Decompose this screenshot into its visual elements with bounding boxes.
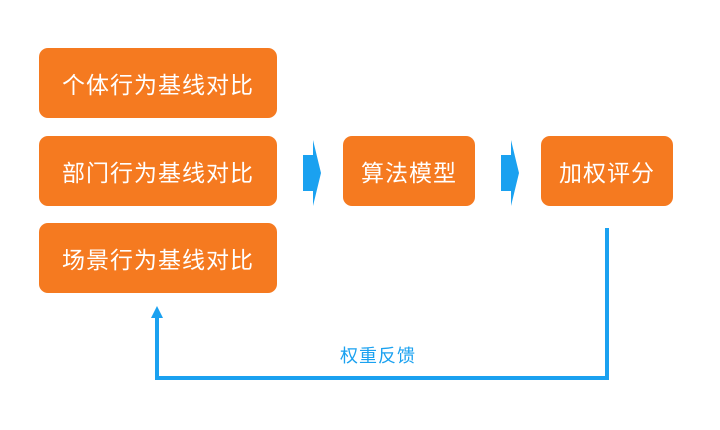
flow-arrow-to-scoring xyxy=(501,140,519,206)
individual-baseline-label: 个体行为基线对比 xyxy=(62,73,254,99)
weighted-scoring-box: 加权评分 xyxy=(541,136,673,206)
weight-feedback-label: 权重反馈 xyxy=(340,346,416,367)
algorithm-model-label: 算法模型 xyxy=(361,161,457,187)
department-baseline-label: 部门行为基线对比 xyxy=(62,161,254,187)
weighted-scoring-label: 加权评分 xyxy=(559,161,655,187)
scene-baseline-label: 场景行为基线对比 xyxy=(62,248,254,274)
feedback-arrowhead xyxy=(151,306,163,318)
algorithm-model-box: 算法模型 xyxy=(343,136,475,206)
department-baseline-box: 部门行为基线对比 xyxy=(39,136,277,206)
scene-baseline-box: 场景行为基线对比 xyxy=(39,223,277,293)
flow-arrow-to-algorithm xyxy=(303,140,321,206)
individual-baseline-box: 个体行为基线对比 xyxy=(39,48,277,118)
